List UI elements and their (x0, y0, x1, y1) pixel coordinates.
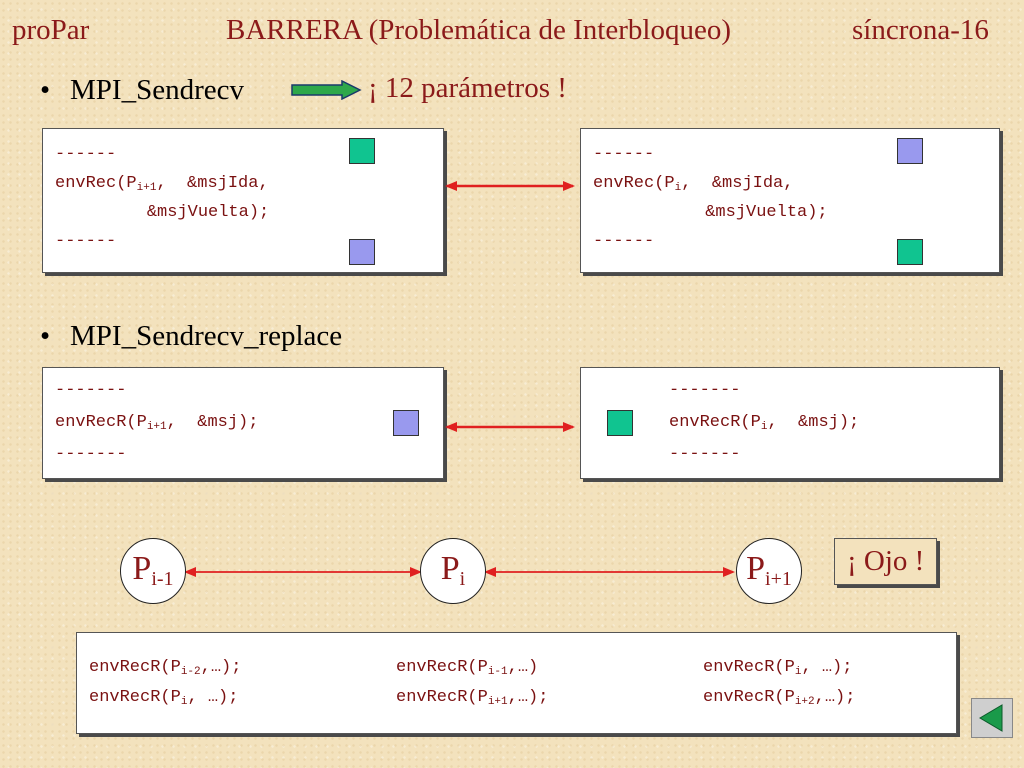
bullet-mark: • (40, 320, 51, 352)
bullet-text: MPI_Sendrecv (70, 74, 244, 106)
receive-square-icon (897, 138, 923, 164)
code-dash: ------- (669, 381, 741, 400)
header-right: síncrona-16 (852, 14, 989, 46)
code-line: envRecR(Pi+2,…); (703, 688, 856, 708)
receive-square-icon (349, 239, 375, 265)
code-box-sendrecv-left: ------ envRec(Pi+1, &msjIda, &msjVuelta)… (42, 128, 444, 273)
bullet-text: MPI_Sendrecv_replace (70, 320, 343, 352)
back-nav-button[interactable] (971, 698, 1013, 738)
code-call: envRecR(Pi+1, &msj); (55, 413, 259, 433)
code-box-ring: envRecR(Pi-2,…); envRecR(Pi, …); envRecR… (76, 632, 957, 734)
right-arrow-icon (291, 80, 362, 100)
code-line: envRecR(Pi-2,…); (89, 658, 242, 678)
params-note: ¡ 12 parámetros ! (368, 72, 567, 104)
node-label: Pi-1 (132, 550, 174, 590)
code-dash: ------ (55, 145, 117, 164)
code-line: envRecR(Pi, …); (703, 658, 853, 678)
node-label: Pi (440, 550, 466, 590)
process-node-prev: Pi-1 (120, 538, 186, 604)
send-square-icon (349, 138, 375, 164)
code-box-sendrecv-right: ------ envRec(Pi, &msjIda, &msjVuelta); … (580, 128, 1000, 273)
node-label: Pi+1 (746, 550, 792, 590)
receive-square-icon (393, 410, 419, 436)
code-box-replace-right: ------- envRecR(Pi, &msj); ------- (580, 367, 1000, 479)
back-triangle-icon (979, 704, 1003, 732)
send-square-icon (607, 410, 633, 436)
process-node-next: Pi+1 (736, 538, 802, 604)
code-line: envRecR(Pi-1,…) (396, 658, 539, 678)
bullet-sendrecv: • MPI_Sendrecv (40, 74, 244, 107)
code-continuation: &msjVuelta); (593, 203, 828, 222)
process-node-current: Pi (420, 538, 486, 604)
send-square-icon (897, 239, 923, 265)
code-dash-end: ------- (55, 445, 127, 464)
code-dash: ------ (593, 145, 655, 164)
warning-callout: ¡ Ojo ! (834, 538, 938, 585)
code-line: envRecR(Pi, …); (89, 688, 239, 708)
code-dash-end: ------- (669, 445, 741, 464)
code-box-replace-left: ------- envRecR(Pi+1, &msj); ------- (42, 367, 444, 479)
code-line: envRecR(Pi+1,…); (396, 688, 549, 708)
code-call: envRec(Pi, &msjIda, (593, 174, 794, 194)
code-call: envRecR(Pi, &msj); (669, 413, 860, 433)
code-call: envRec(Pi+1, &msjIda, (55, 174, 269, 194)
slide-title: BARRERA (Problemática de Interbloqueo) (226, 14, 731, 46)
code-dash: ------- (55, 381, 127, 400)
code-dash-end: ------ (55, 232, 117, 251)
bullet-mark: • (40, 74, 51, 106)
header-left: proPar (12, 14, 90, 46)
code-continuation: &msjVuelta); (55, 203, 270, 222)
code-dash-end: ------ (593, 232, 655, 251)
bullet-sendrecv-replace: • MPI_Sendrecv_replace (40, 320, 342, 353)
